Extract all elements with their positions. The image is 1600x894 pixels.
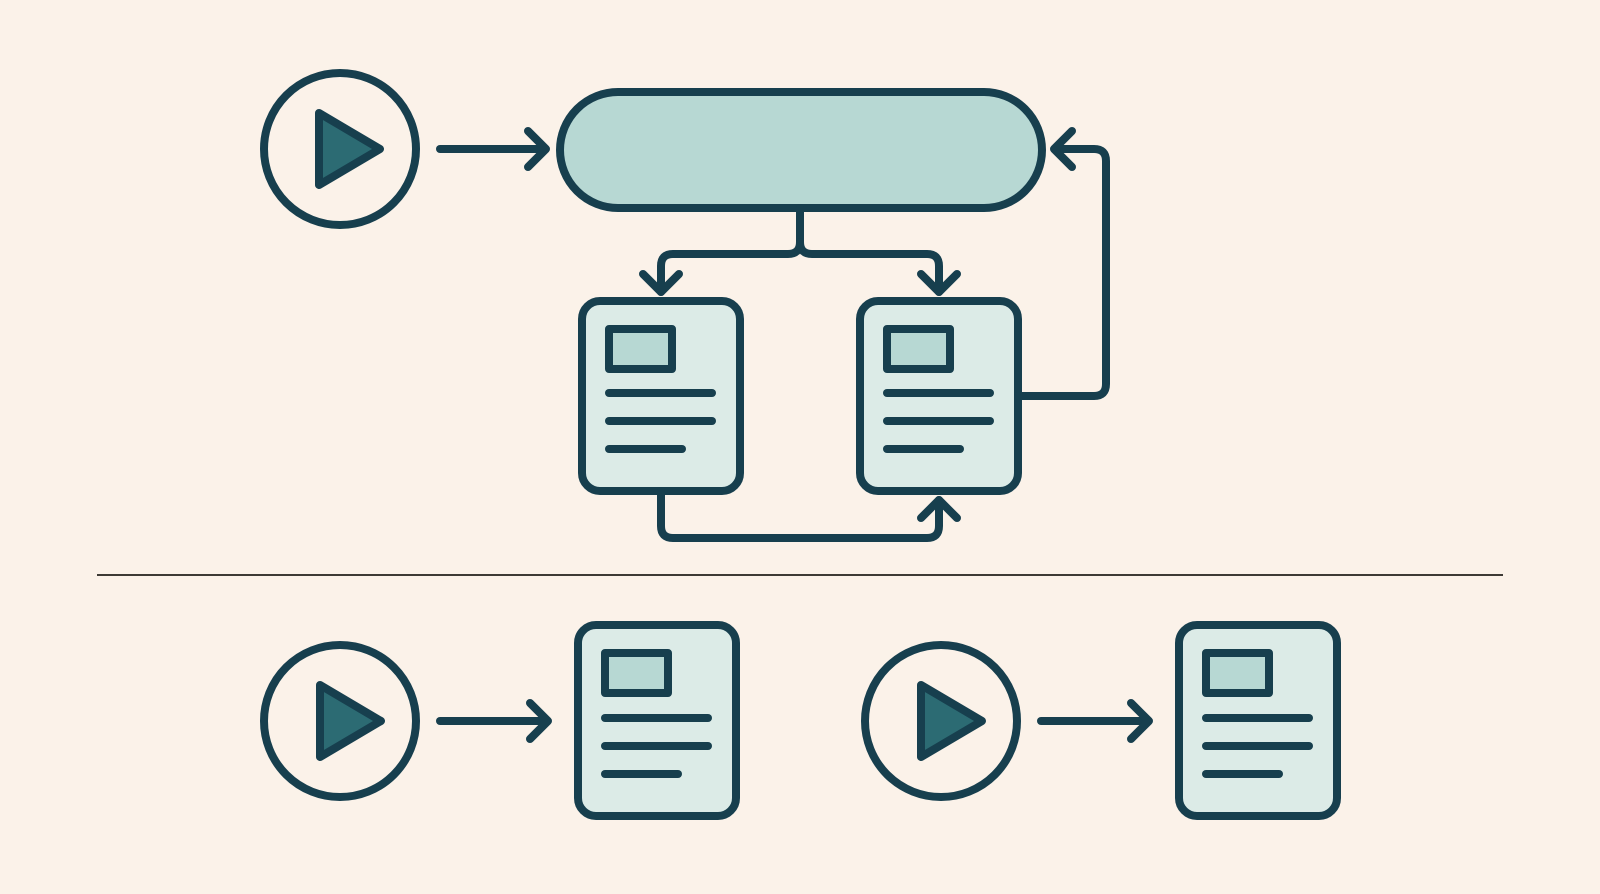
play-icon: [316, 681, 385, 761]
edge-start-to-process: [436, 127, 550, 171]
document-card-b: [856, 297, 1022, 495]
document-card-2: [1175, 621, 1341, 820]
play-start-node-1: [260, 641, 420, 801]
image-placeholder-icon: [883, 325, 954, 373]
play-icon: [917, 681, 986, 761]
process-pill-node: [556, 88, 1046, 212]
document-card-a: [578, 297, 744, 495]
image-placeholder-icon: [605, 325, 676, 373]
edge-doc-b-to-process: [1014, 127, 1110, 400]
document-card-1: [574, 621, 740, 820]
edge-start-2-to-doc-2: [1037, 699, 1153, 743]
image-placeholder-icon: [1202, 649, 1273, 697]
play-icon: [315, 109, 384, 189]
edge-start-1-to-doc-1: [436, 699, 552, 743]
edge-doc-a-to-doc-b: [657, 487, 961, 542]
edge-process-to-docs: [639, 204, 961, 296]
image-placeholder-icon: [601, 649, 672, 697]
play-start-node: [260, 69, 420, 229]
play-start-node-2: [861, 641, 1021, 801]
